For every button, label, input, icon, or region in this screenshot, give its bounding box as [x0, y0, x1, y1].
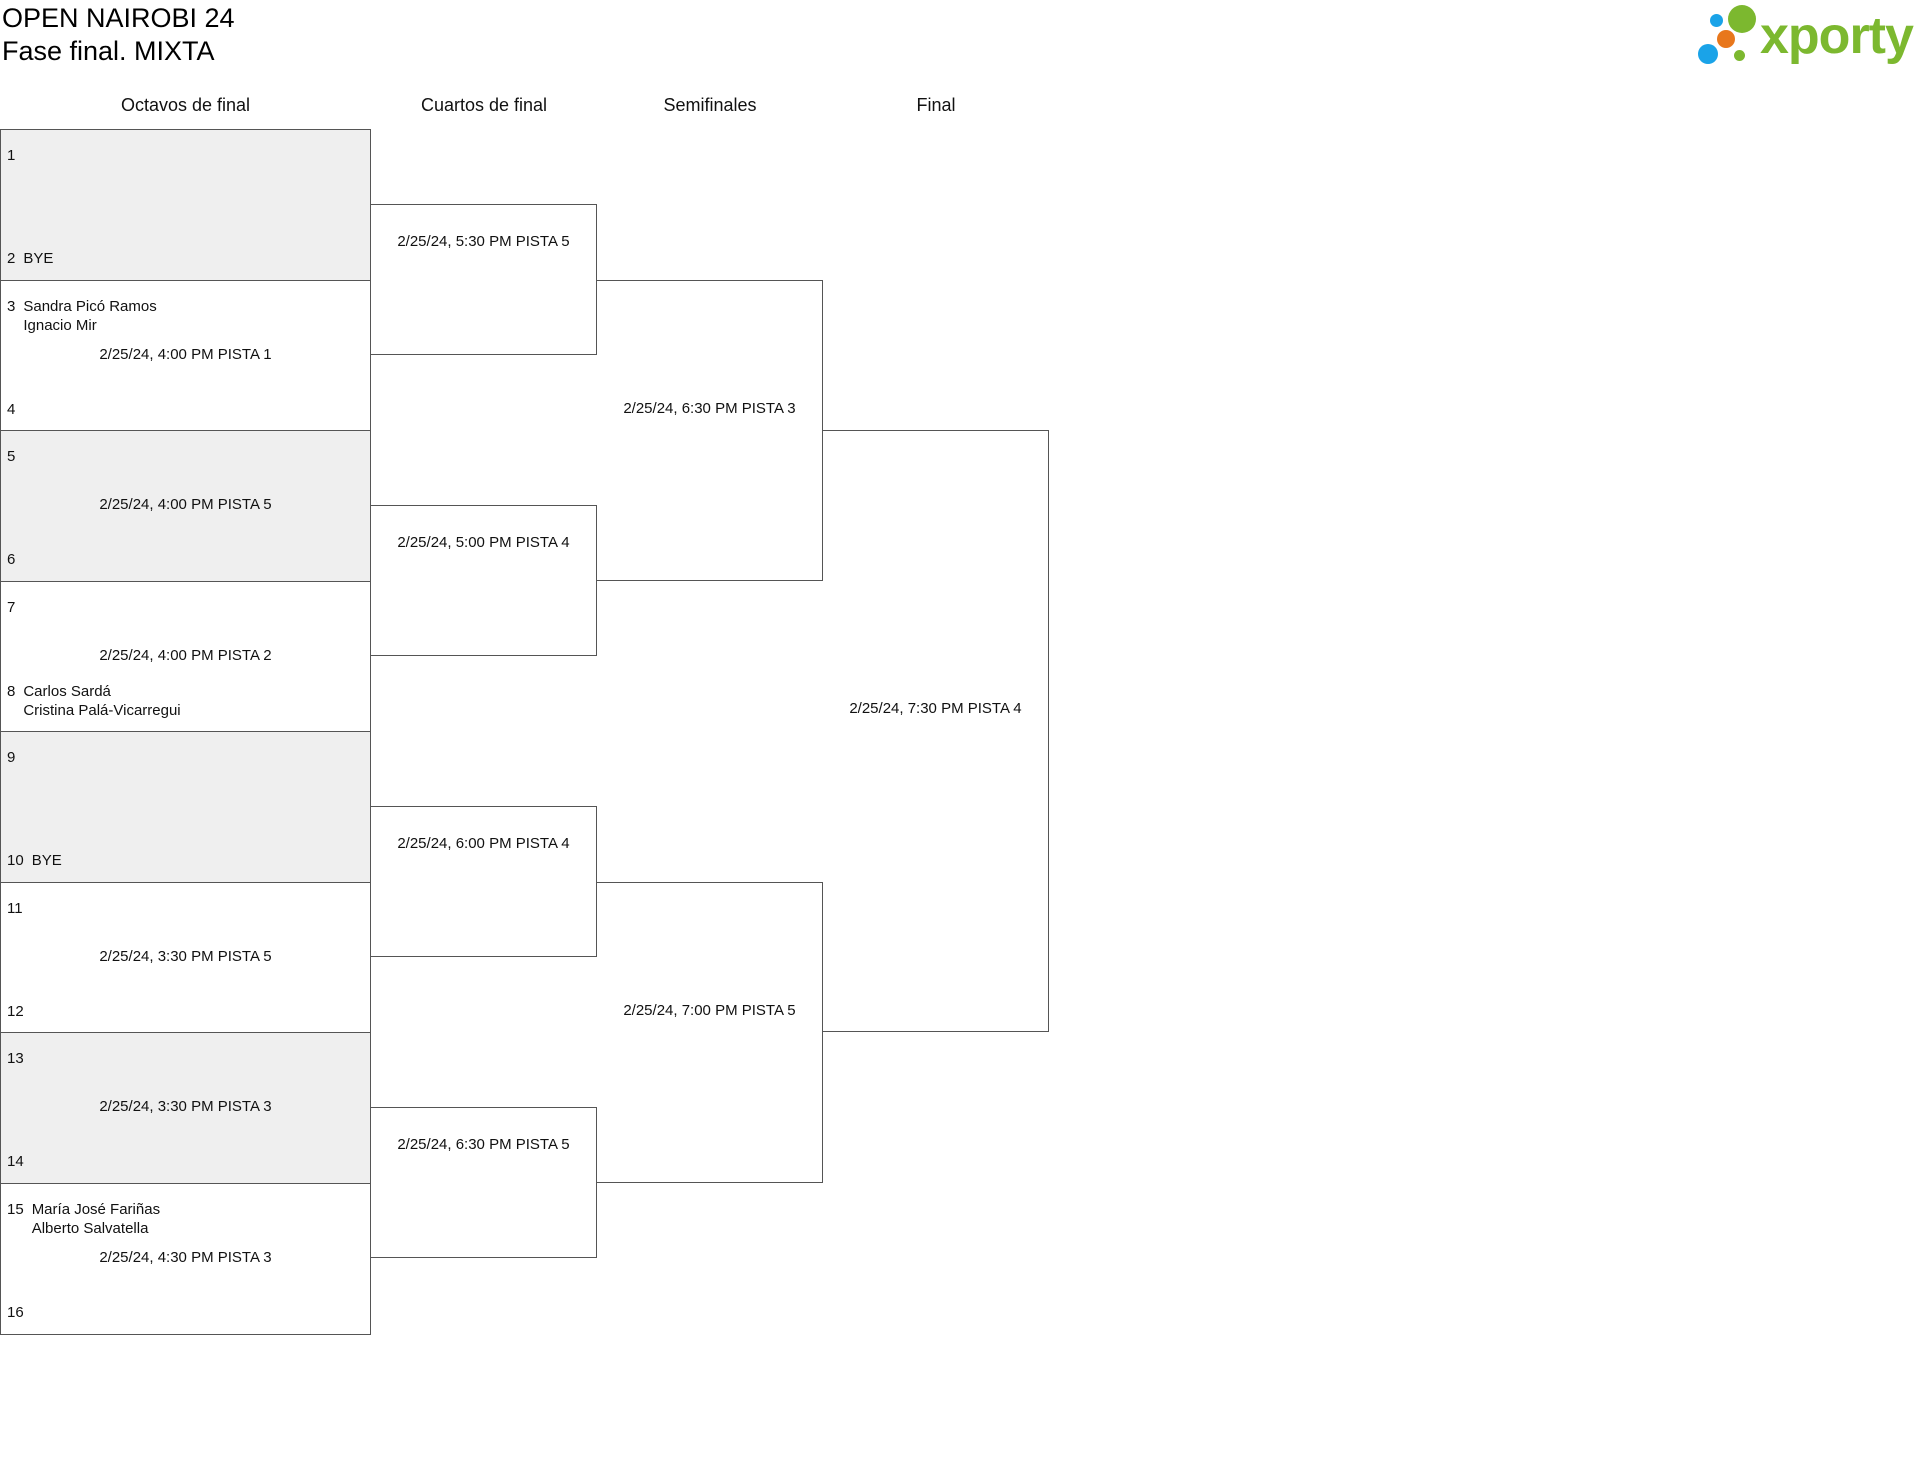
match-round16[interactable]: 5 6 2/25/24, 4:00 PM PISTA 5	[0, 430, 371, 582]
seed-number: 4	[7, 401, 16, 418]
team-names: BYE	[23, 249, 53, 268]
title-block: OPEN NAIROBI 24 Fase final. MIXTA	[2, 2, 235, 68]
header-semis: Semifinales	[663, 95, 757, 115]
player-name: Carlos Sardá	[23, 683, 111, 700]
match-round16[interactable]: 1 2 BYE	[0, 129, 371, 281]
seed-number: 12	[7, 1003, 24, 1020]
match-round16[interactable]: 9 10 BYE	[0, 731, 371, 883]
seed-number: 9	[7, 749, 16, 766]
match-quarterfinal[interactable]: 2/25/24, 5:30 PM PISTA 5	[371, 204, 597, 355]
seed-number: 16	[7, 1304, 24, 1321]
match-schedule: 2/25/24, 7:30 PM PISTA 4	[849, 700, 1022, 717]
match-final[interactable]: 2/25/24, 7:30 PM PISTA 4	[823, 430, 1049, 1032]
logo-dot-green-small	[1734, 50, 1745, 61]
page-subtitle: Fase final. MIXTA	[2, 36, 215, 66]
logo-dot-blue-large	[1698, 44, 1718, 64]
logo-dot-orange	[1717, 30, 1735, 48]
match-schedule: 2/25/24, 6:30 PM PISTA 3	[623, 400, 796, 417]
team-slot[interactable]: 5	[7, 447, 15, 466]
seed-number: 15	[7, 1201, 24, 1218]
seed-number: 6	[7, 551, 16, 568]
match-schedule: 2/25/24, 4:00 PM PISTA 5	[99, 496, 272, 513]
match-schedule: 2/25/24, 6:30 PM PISTA 5	[397, 1136, 570, 1153]
team-slot[interactable]: 4	[7, 400, 15, 419]
match-schedule: 2/25/24, 5:00 PM PISTA 4	[397, 534, 570, 551]
team-slot[interactable]: 14	[7, 1152, 24, 1171]
team-slot[interactable]: 1	[7, 146, 15, 165]
match-schedule: 2/25/24, 4:30 PM PISTA 3	[99, 1249, 272, 1266]
match-schedule: 2/25/24, 5:30 PM PISTA 5	[397, 233, 570, 250]
seed-number: 3	[7, 298, 16, 315]
team-names: BYE	[32, 851, 62, 870]
match-schedule: 2/25/24, 7:00 PM PISTA 5	[623, 1002, 796, 1019]
logo-dot-blue-small	[1710, 14, 1723, 27]
team-slot[interactable]: 10 BYE	[7, 851, 62, 870]
seed-number: 11	[7, 900, 23, 917]
player-name: María José Fariñas	[31, 1201, 161, 1218]
team-slot[interactable]: 11	[7, 899, 23, 918]
seed-number: 10	[7, 852, 24, 869]
match-semifinal[interactable]: 2/25/24, 6:30 PM PISTA 3	[597, 280, 823, 581]
match-schedule: 2/25/24, 6:00 PM PISTA 4	[397, 835, 570, 852]
team-slot[interactable]: 12	[7, 1002, 24, 1021]
seed-number: 5	[7, 448, 16, 465]
match-quarterfinal[interactable]: 2/25/24, 6:30 PM PISTA 5	[371, 1107, 597, 1258]
player-name: Ignacio Mir	[23, 317, 97, 334]
logo-dot-green	[1728, 5, 1756, 33]
logo-text: xporty	[1760, 7, 1914, 65]
team-slot[interactable]: 7	[7, 598, 15, 617]
match-semifinal[interactable]: 2/25/24, 7:00 PM PISTA 5	[597, 882, 823, 1183]
player-name: Sandra Picó Ramos	[23, 298, 157, 315]
player-name: Cristina Palá-Vicarregui	[23, 702, 181, 719]
seed-number: 8	[7, 683, 16, 700]
seed-number: 2	[7, 250, 16, 267]
seed-number: 13	[7, 1050, 24, 1067]
page-title: OPEN NAIROBI 24	[2, 3, 235, 33]
team-slot[interactable]: 13	[7, 1049, 24, 1068]
xporty-logo: xporty	[1690, 0, 1920, 72]
header-final: Final	[916, 95, 956, 115]
player-name: BYE	[23, 250, 54, 267]
seed-number: 1	[7, 147, 16, 164]
match-round16[interactable]: 13 14 2/25/24, 3:30 PM PISTA 3	[0, 1032, 371, 1184]
seed-number: 14	[7, 1153, 24, 1170]
team-slot[interactable]: 9	[7, 748, 15, 767]
team-slot[interactable]: 6	[7, 550, 15, 569]
player-name: Alberto Salvatella	[31, 1220, 149, 1237]
match-schedule: 2/25/24, 4:00 PM PISTA 1	[99, 346, 272, 363]
header-round16: Octavos de final	[120, 95, 251, 115]
seed-number: 7	[7, 599, 16, 616]
match-round16[interactable]: 11 12 2/25/24, 3:30 PM PISTA 5	[0, 882, 371, 1034]
player-name: BYE	[31, 852, 62, 869]
team-slot[interactable]: 2 BYE	[7, 249, 53, 268]
match-schedule: 2/25/24, 4:00 PM PISTA 2	[99, 647, 272, 664]
header-quarters: Cuartos de final	[420, 95, 548, 115]
match-schedule: 2/25/24, 3:30 PM PISTA 3	[99, 1098, 272, 1115]
match-quarterfinal[interactable]: 2/25/24, 5:00 PM PISTA 4	[371, 505, 597, 656]
team-slot[interactable]: 16	[7, 1303, 24, 1322]
match-schedule: 2/25/24, 3:30 PM PISTA 5	[99, 948, 272, 965]
match-quarterfinal[interactable]: 2/25/24, 6:00 PM PISTA 4	[371, 806, 597, 957]
